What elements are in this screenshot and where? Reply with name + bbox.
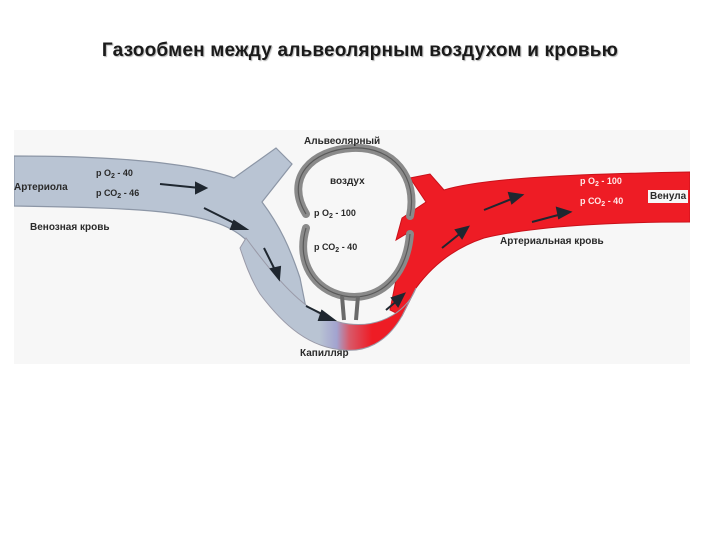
venule-label: Венула [648, 190, 689, 203]
venous-po2: р О2 - 40 [96, 168, 133, 180]
arterial-pco2: р СО2 - 40 [580, 196, 624, 208]
flow-arrows [159, 181, 573, 321]
arterial-po2: р О2 - 100 [580, 176, 622, 188]
alveolar-po2: р О2 - 100 [314, 208, 356, 220]
gas-exchange-diagram: Артериола р О2 - 40 р СО2 - 46 Венозная … [14, 130, 690, 364]
capillary-label: Капилляр [300, 348, 349, 359]
slide-title: Газообмен между альвеолярным воздухом и … [101, 40, 619, 61]
vessel-drawing [14, 143, 690, 351]
air-label: воздух [330, 176, 365, 187]
arteriole-label: Артериола [14, 182, 68, 193]
alveolar-label: Альвеолярный [304, 136, 381, 147]
venous-vessel [14, 147, 307, 317]
alveolus [294, 143, 416, 321]
venous-blood-label: Венозная кровь [30, 222, 110, 233]
alveolar-pco2: р СО2 - 40 [314, 242, 358, 254]
venous-pco2: р СО2 - 46 [96, 188, 140, 200]
arterial-blood-label: Артериальная кровь [500, 236, 604, 247]
